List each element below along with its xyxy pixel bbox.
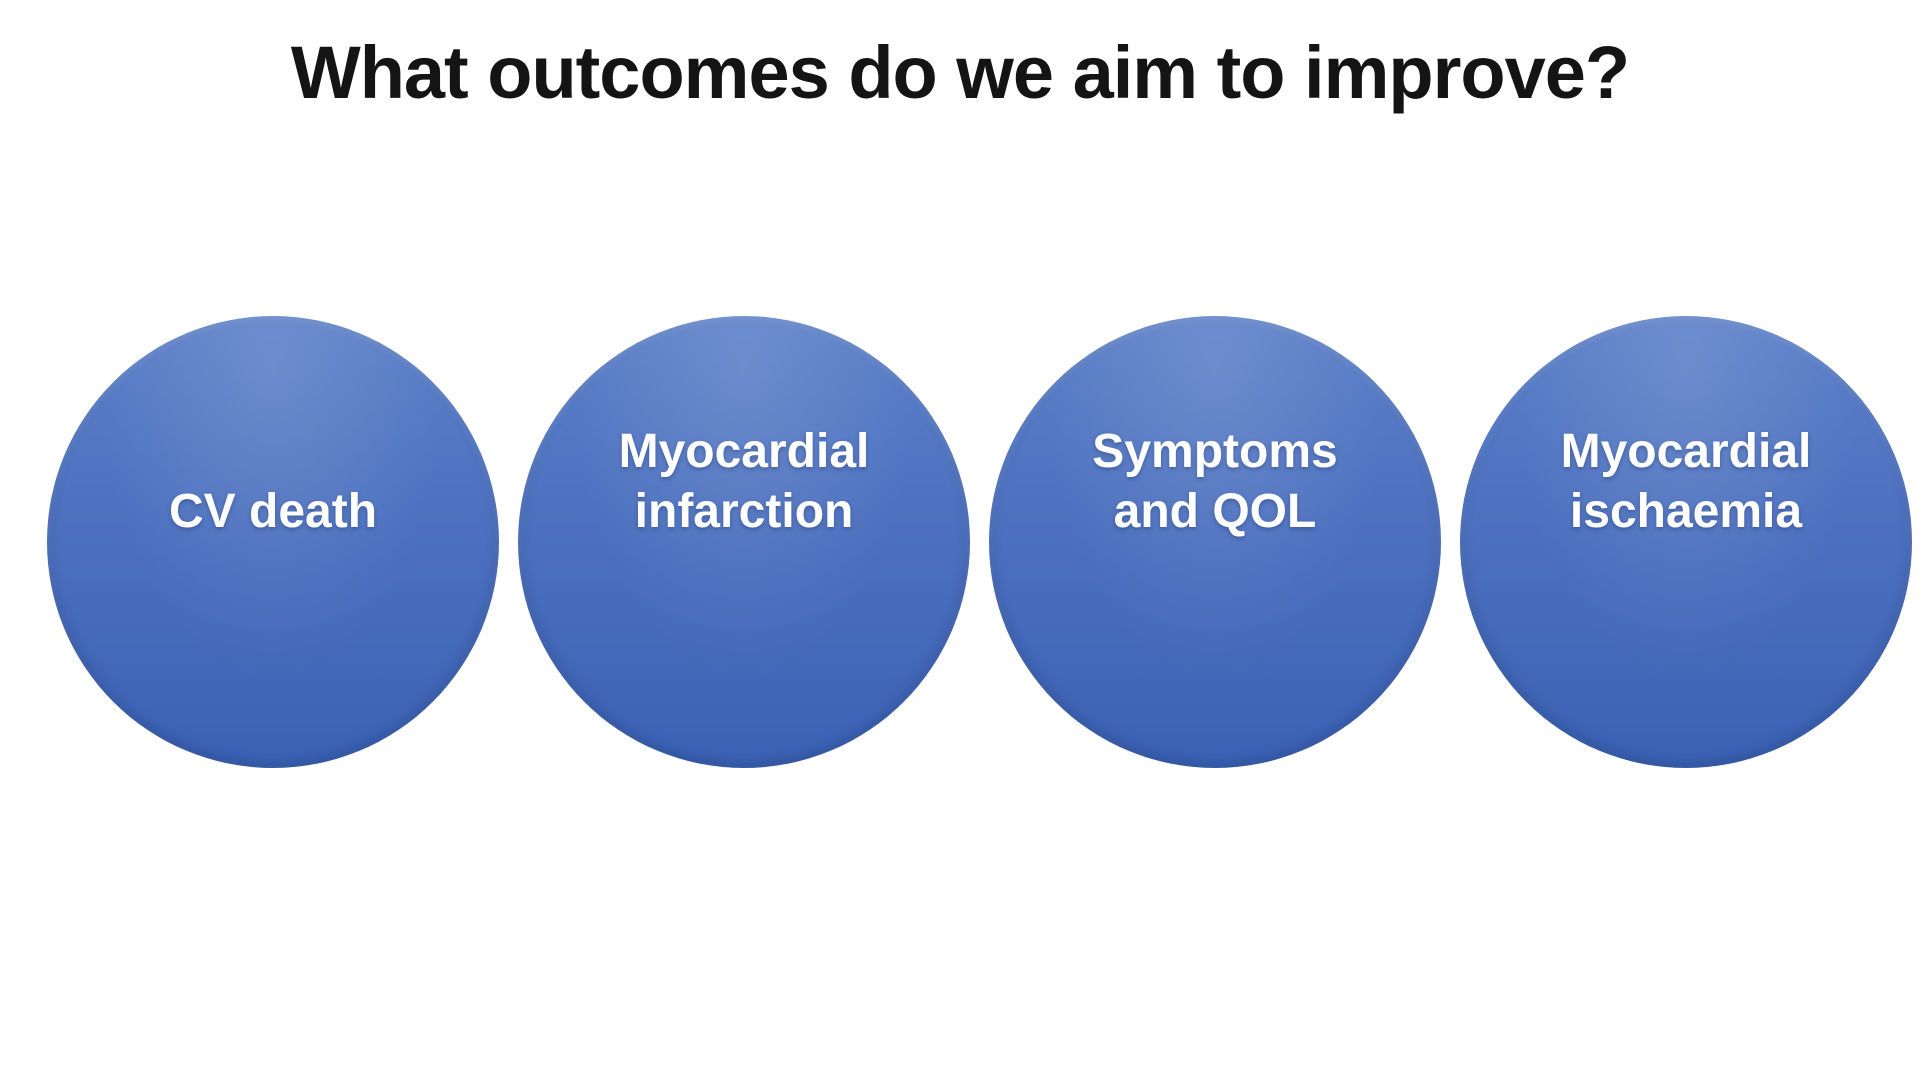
bubble-line-1: Myocardial	[618, 425, 870, 478]
outcome-bubbles: CV death Myocardial infarction Symptoms …	[47, 316, 1912, 768]
bubble-line-2: ischaemia	[1569, 485, 1803, 538]
slide-title: What outcomes do we aim to improve?	[290, 31, 1630, 114]
bubble-cv-death: CV death	[47, 316, 499, 768]
bubble-line-2: infarction	[634, 485, 854, 538]
bubble-line-1: Symptoms	[1092, 425, 1338, 478]
bubble-symptoms-and-qol: Symptoms and QOL	[989, 316, 1441, 768]
bubble-myocardial-infarction: Myocardial infarction	[518, 316, 970, 768]
bubble-label: Myocardial ischaemia	[1561, 422, 1812, 542]
bubble-line-1: Myocardial	[1560, 425, 1812, 478]
bubble-line-2: and QOL	[1113, 485, 1317, 538]
bubble-line-1: CV death	[168, 485, 378, 538]
bubble-myocardial-ischaemia: Myocardial ischaemia	[1460, 316, 1912, 768]
bubble-label: Myocardial infarction	[619, 422, 870, 542]
bubble-label: CV death	[169, 482, 377, 542]
bubble-label: Symptoms and QOL	[1092, 422, 1337, 542]
